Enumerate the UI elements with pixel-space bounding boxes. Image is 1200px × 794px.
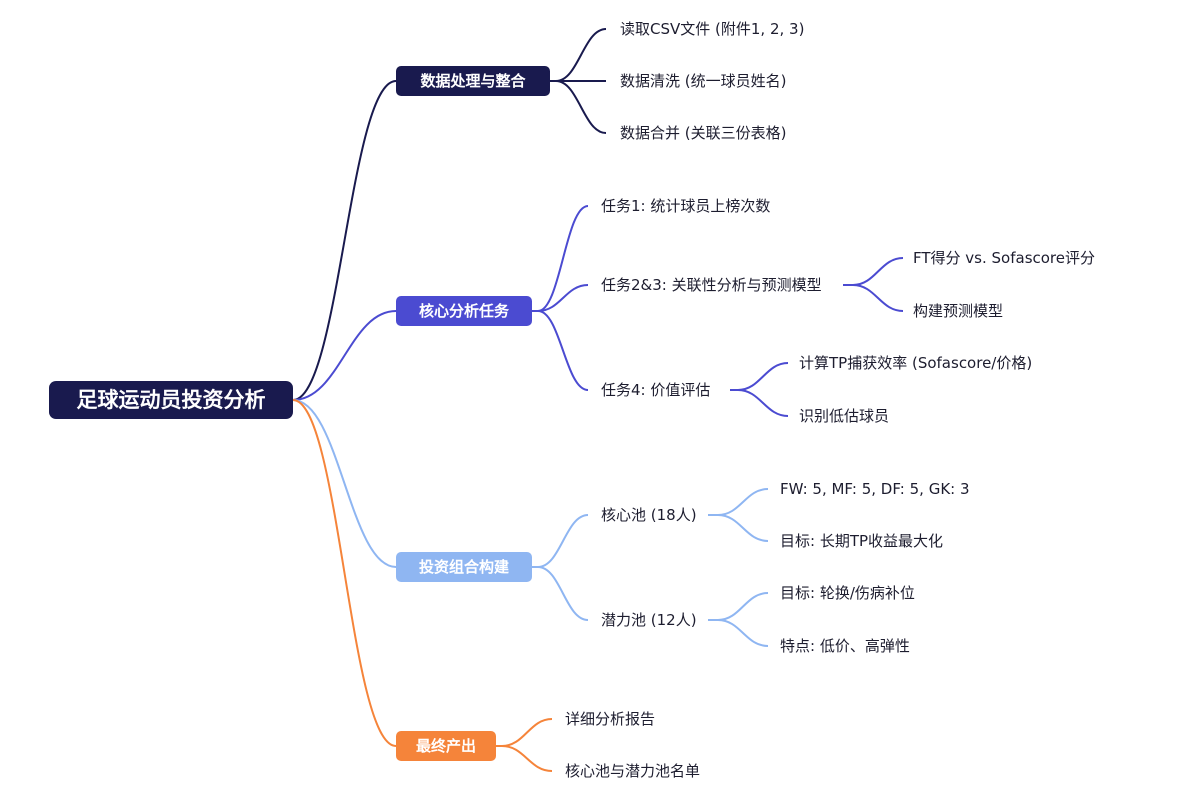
edge-b1-l1	[537, 284, 589, 312]
leaf-data-cleaning: 数据清洗 (统一球员姓名)	[620, 72, 787, 90]
edge-task4-a	[737, 362, 789, 391]
edge-b1-l0	[537, 205, 589, 312]
edge-task4-b	[737, 389, 789, 417]
leaf-potential-goal: 目标: 轮换/伤病补位	[780, 584, 915, 602]
leaf-build-model: 构建预测模型	[913, 302, 1004, 320]
branch-core-analysis: 核心分析任务	[396, 296, 532, 326]
leaf-pool-lists: 核心池与潜力池名单	[565, 762, 701, 780]
edge-root-b3	[292, 399, 397, 747]
leaf-read-csv: 读取CSV文件 (附件1, 2, 3)	[620, 20, 805, 38]
leaf-ft-vs-sofascore: FT得分 vs. Sofascore评分	[913, 249, 1095, 267]
branch-data-processing: 数据处理与整合	[396, 66, 550, 96]
edge-b3-l1	[501, 745, 553, 772]
leaf-task1: 任务1: 统计球员上榜次数	[601, 197, 771, 215]
root-node: 足球运动员投资分析	[49, 381, 293, 419]
edge-b3-l0	[501, 718, 553, 747]
leaf-potential-traits: 特点: 低价、高弹性	[780, 637, 910, 655]
edge-task23-b	[852, 284, 904, 312]
edge-root-b2	[292, 399, 397, 568]
branch-portfolio-building: 投资组合构建	[396, 552, 532, 582]
leaf-potential-pool: 潜力池 (12人)	[601, 611, 697, 629]
edge-b2-l1	[537, 566, 589, 621]
leaf-analysis-report: 详细分析报告	[565, 710, 656, 728]
edge-b0-l2	[555, 80, 607, 134]
edge-pot-b	[717, 619, 769, 647]
edge-b1-l2	[537, 310, 589, 391]
leaf-core-composition: FW: 5, MF: 5, DF: 5, GK: 3	[780, 480, 970, 498]
edge-b0-l0	[555, 28, 607, 82]
edge-core-b	[717, 514, 769, 542]
edge-b2-l0	[537, 514, 589, 568]
edge-core-a	[717, 488, 769, 516]
leaf-data-merge: 数据合并 (关联三份表格)	[620, 124, 787, 142]
leaf-tp-efficiency: 计算TP捕获效率 (Sofascore/价格)	[799, 354, 1033, 372]
leaf-undervalued: 识别低估球员	[799, 407, 890, 425]
edge-root-b0	[292, 80, 397, 401]
leaf-core-pool: 核心池 (18人)	[601, 506, 697, 524]
edge-pot-a	[717, 592, 769, 621]
edge-task23-a	[852, 257, 904, 286]
edge-root-b1	[292, 310, 397, 401]
leaf-core-goal: 目标: 长期TP收益最大化	[780, 532, 944, 550]
leaf-task4: 任务4: 价值评估	[601, 381, 711, 399]
leaf-task2-3: 任务2&3: 关联性分析与预测模型	[601, 276, 822, 294]
branch-final-output: 最终产出	[396, 731, 496, 761]
